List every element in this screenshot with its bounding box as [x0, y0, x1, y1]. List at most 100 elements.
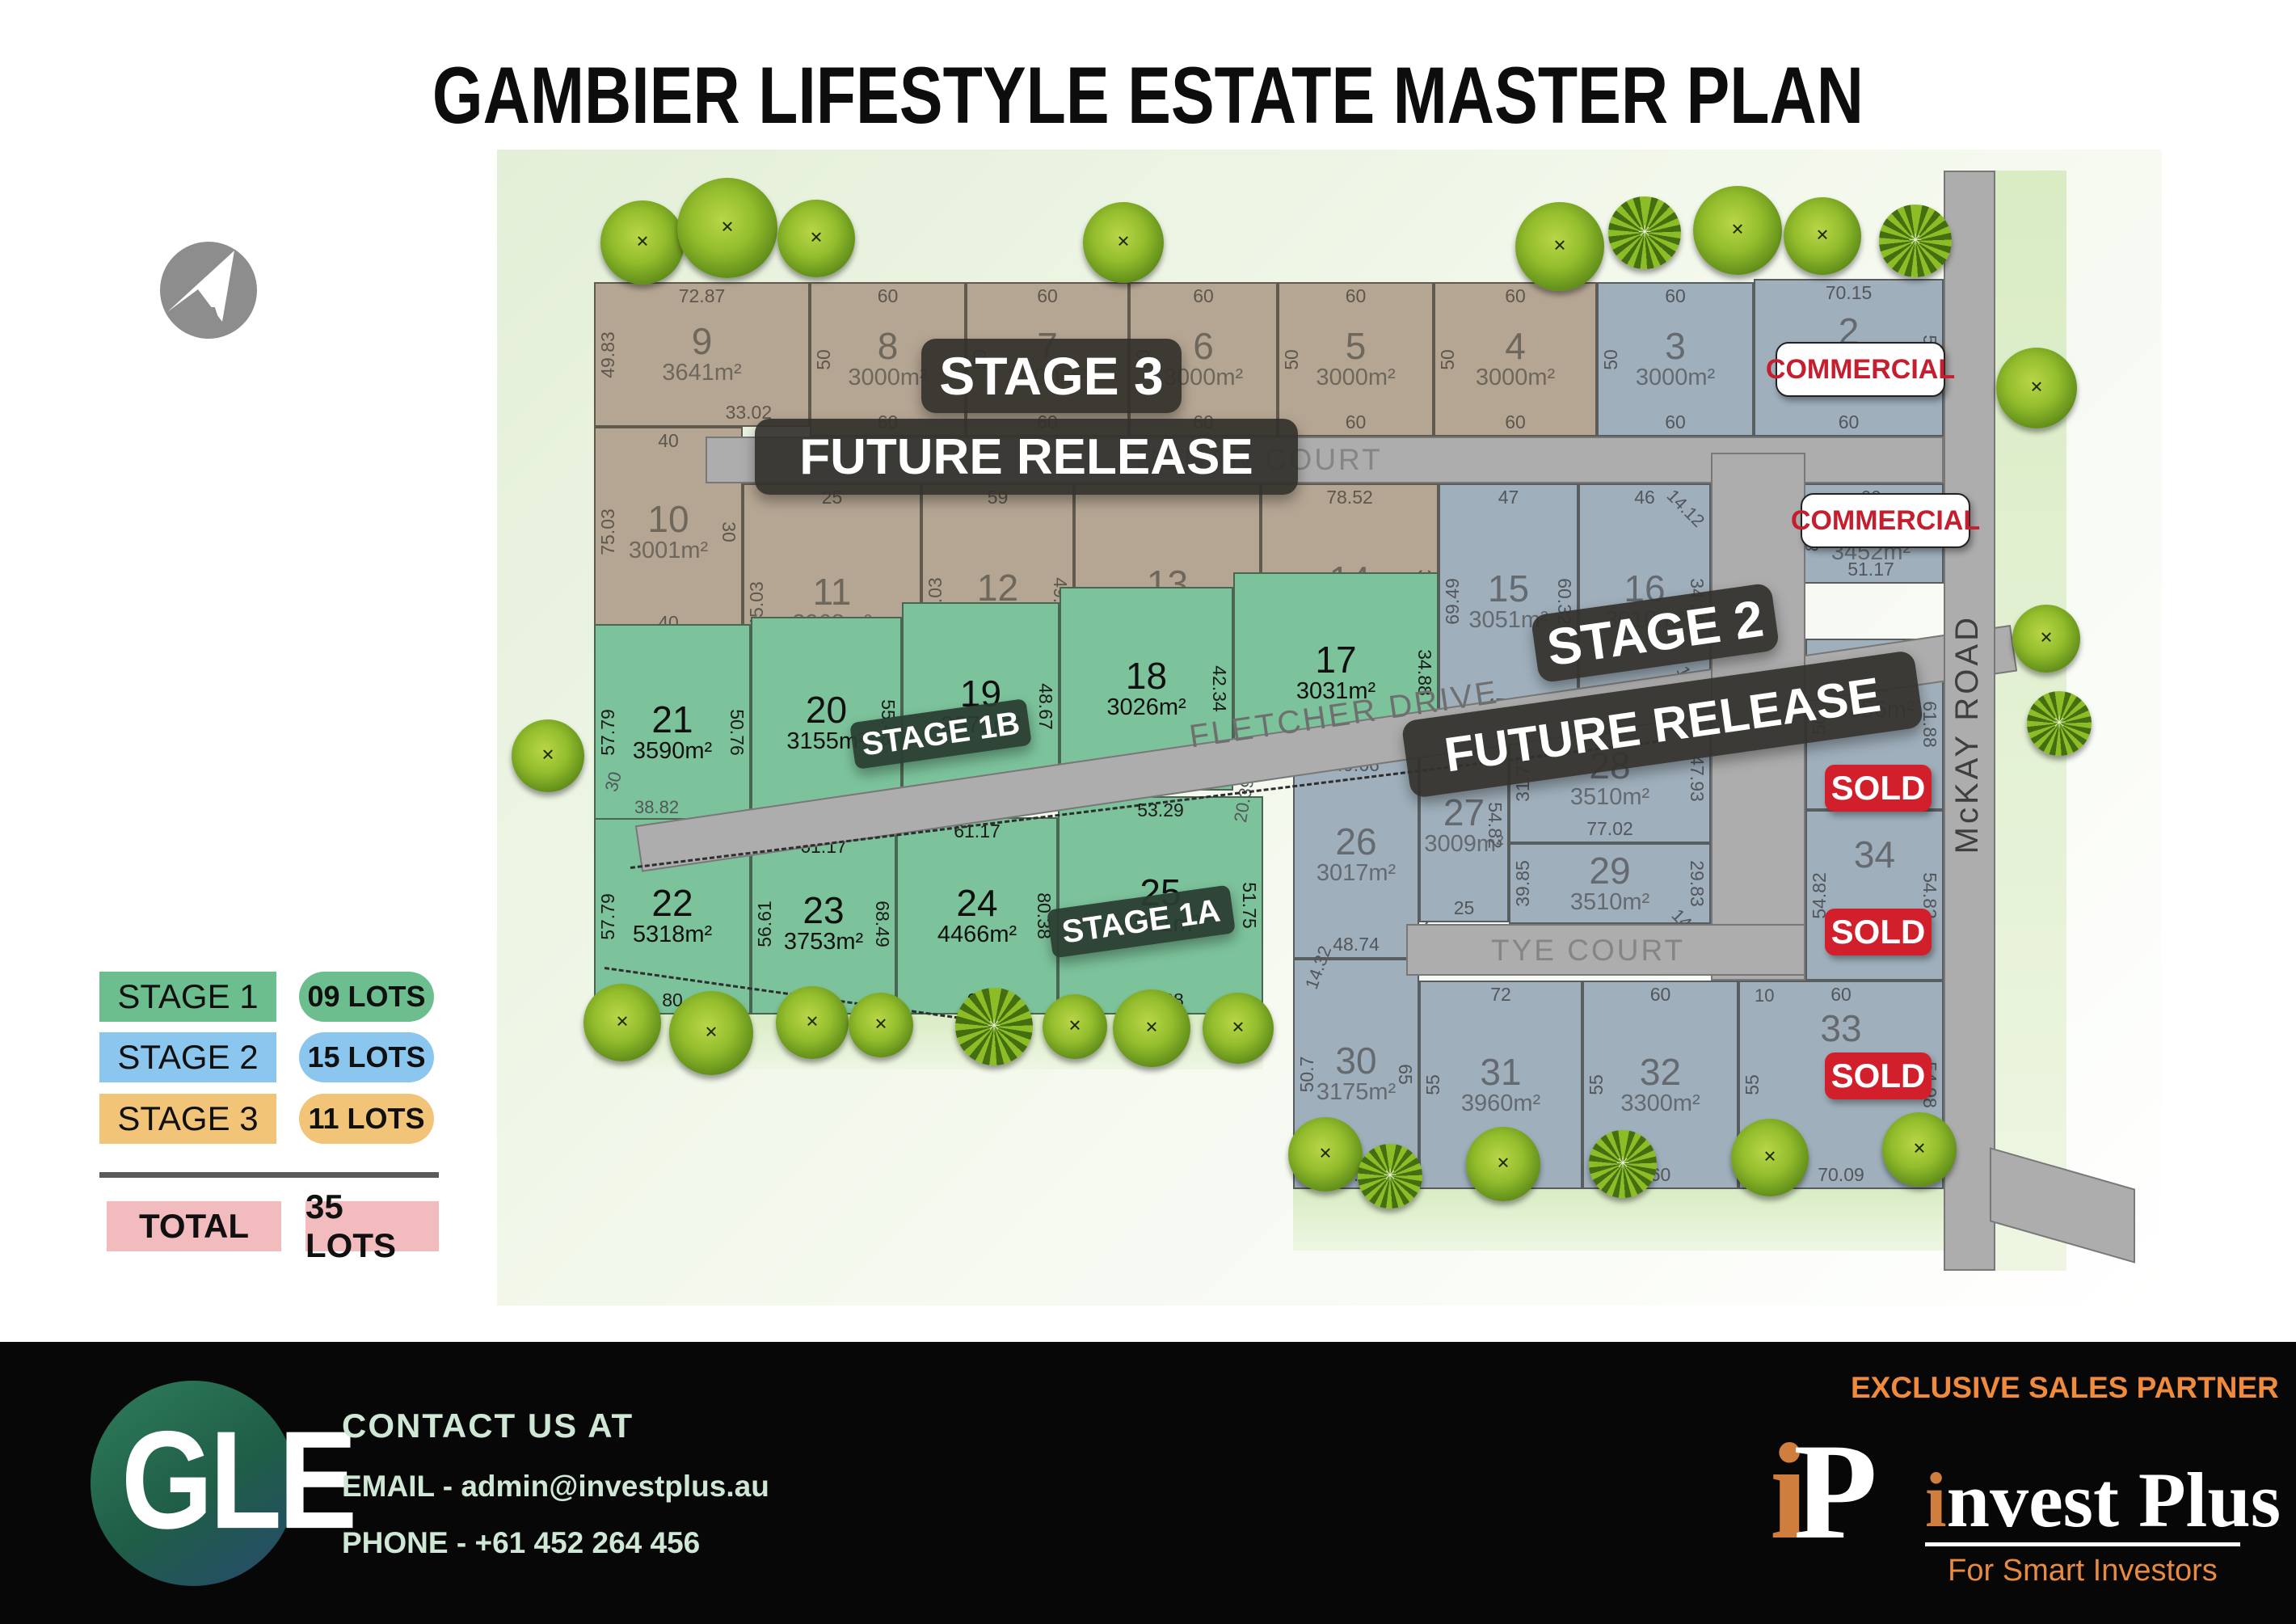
palm-tree-icon [955, 988, 1033, 1065]
lot-24: 61.17 80.38 24 4466m² 60 [896, 817, 1058, 1014]
svg-text:N: N [203, 299, 230, 341]
lot-dim: 80 [662, 989, 683, 1010]
investplus-logo-name: invest Plus [1925, 1455, 2281, 1545]
lot-dim: 68.49 [872, 900, 893, 947]
gle-logo [91, 1381, 296, 1586]
lot-dim: 33.02 [725, 402, 773, 423]
lot-dim: 48.67 [1035, 683, 1056, 730]
footer-bar: GLE CONTACT US AT EMAIL - admin@investpl… [0, 1342, 2296, 1624]
lot-dim: 51.17 [1847, 559, 1894, 580]
lot-number: 21 [651, 698, 693, 740]
lot-dim: 54.82 [1485, 802, 1506, 849]
lot-area: 3175m² [1316, 1079, 1397, 1106]
tree-icon [1784, 197, 1861, 275]
lot-area: 3590m² [632, 737, 713, 764]
lot-dim: 55 [1586, 1074, 1607, 1095]
tree-icon [512, 719, 584, 792]
lot-area: 3009m² [1424, 830, 1504, 857]
lot-dim: 72.87 [678, 285, 726, 306]
lot-dim: 46 [1634, 487, 1655, 508]
palm-tree-icon [2027, 691, 2092, 756]
lot-31: 72 55 31 3960m² 72 [1419, 981, 1582, 1189]
lot-dim: 40 [658, 430, 679, 451]
lot-dim: 47.93 [1687, 755, 1708, 802]
lot-9: 72.87 49.83 9 3641m² 33.02 [594, 282, 810, 427]
lot-dim: 34.88 [1414, 649, 1435, 696]
lot-dim: 60 [1838, 411, 1860, 432]
palm-tree-icon [1608, 196, 1681, 269]
lot-dim: 72 [1490, 984, 1511, 1005]
lot-area: 3510m² [1569, 783, 1650, 810]
contact-heading: CONTACT US AT [342, 1407, 634, 1445]
lot-area: 3960m² [1460, 1090, 1541, 1116]
north-compass-icon: N [156, 238, 261, 343]
lot-number: 29 [1589, 849, 1631, 892]
sold-badge-lot34: SOLD [1825, 909, 1932, 955]
lot-dim: 60 [1345, 285, 1367, 306]
lot-4: 60 50 4 3000m² 60 [1434, 282, 1597, 437]
lot-dim: 50 [1600, 348, 1621, 370]
lot-dim: 50 [1281, 348, 1302, 370]
lot-3: 60 50 3 3000m² 60 [1597, 282, 1754, 437]
sold-badge-lot35: SOLD [1825, 765, 1932, 812]
tree-icon [677, 178, 777, 278]
legend-stage3-count: 11 LOTS [299, 1094, 434, 1144]
lot-dim: 56.61 [754, 900, 775, 947]
tree-icon [583, 984, 661, 1061]
lot-dim: 55 [1742, 1074, 1763, 1095]
road-mckay [1944, 171, 1995, 1271]
lot-area: 3017m² [1316, 860, 1397, 887]
exclusive-sales-partner-label: EXCLUSIVE SALES PARTNER [1851, 1371, 2279, 1404]
lot-dim: 47 [1498, 487, 1519, 508]
lot-dim: 48.74 [1333, 934, 1380, 955]
lot-number: 32 [1639, 1050, 1682, 1093]
lot-dim: 60 [1505, 411, 1526, 432]
tree-icon [2012, 605, 2080, 673]
investplus-name-plus: Plus [2138, 1457, 2281, 1543]
investplus-mark-p: P [1793, 1415, 1878, 1567]
lot-area: 3000m² [1475, 365, 1556, 391]
lot-dim: 60 [1665, 411, 1686, 432]
lot-number: 27 [1443, 791, 1485, 833]
lot-dim: 49.83 [597, 331, 618, 378]
lot-dim: 70.09 [1818, 1164, 1864, 1185]
tree-icon [1466, 1127, 1540, 1201]
tree-icon [849, 993, 913, 1057]
lot-area: 3000m² [1635, 365, 1716, 391]
lot-dim: 60 [877, 285, 899, 306]
lot-number: 20 [805, 688, 848, 731]
lot-23: 61.17 56.61 68.49 23 3753m² 60 [751, 833, 896, 1014]
lot-area: 3031m² [1295, 677, 1376, 704]
lot-number: 34 [1853, 833, 1896, 875]
palm-tree-icon [1358, 1144, 1422, 1209]
legend-stage3-label: STAGE 3 [99, 1094, 276, 1144]
stage3-future-release-badge: FUTURE RELEASE [755, 419, 1298, 495]
lot-area: 3300m² [1620, 1090, 1700, 1116]
legend-divider [99, 1172, 439, 1178]
lot-dim: 60 [1193, 285, 1214, 306]
investplus-name-nvest: nvest [1946, 1457, 2138, 1543]
lot-number: 23 [803, 889, 845, 932]
lot-dim: 42.34 [1209, 665, 1230, 712]
contact-phone: PHONE - +61 452 264 456 [342, 1526, 701, 1559]
lot-number: 4 [1505, 325, 1526, 368]
lot-area: 3001m² [628, 537, 709, 563]
lot-area: 3641m² [662, 360, 742, 386]
lot-dim: 25 [1453, 897, 1475, 918]
lot-area: 3753m² [783, 929, 864, 955]
lot-5: 60 50 5 3000m² 60 [1278, 282, 1434, 437]
lot-number: 31 [1480, 1050, 1522, 1093]
lot-dim: 77.02 [1586, 818, 1633, 839]
commercial-badge-lot1: COMMERCIAL [1791, 493, 1980, 548]
lot-number: 18 [1125, 654, 1168, 697]
lot-dim: 57.79 [597, 892, 618, 940]
page-title: GAMBIER LIFESTYLE ESTATE MASTER PLAN [432, 50, 1864, 141]
lot-dim: 61.17 [954, 820, 1001, 842]
tree-icon [776, 986, 849, 1059]
investplus-logo-divider [1925, 1542, 2240, 1546]
lot-area: 3000m² [1316, 365, 1396, 391]
lot-area: 3000m² [848, 365, 928, 391]
sold-badge-lot33: SOLD [1825, 1052, 1932, 1099]
lot-number: 15 [1487, 567, 1530, 610]
palm-tree-icon [1589, 1130, 1657, 1198]
